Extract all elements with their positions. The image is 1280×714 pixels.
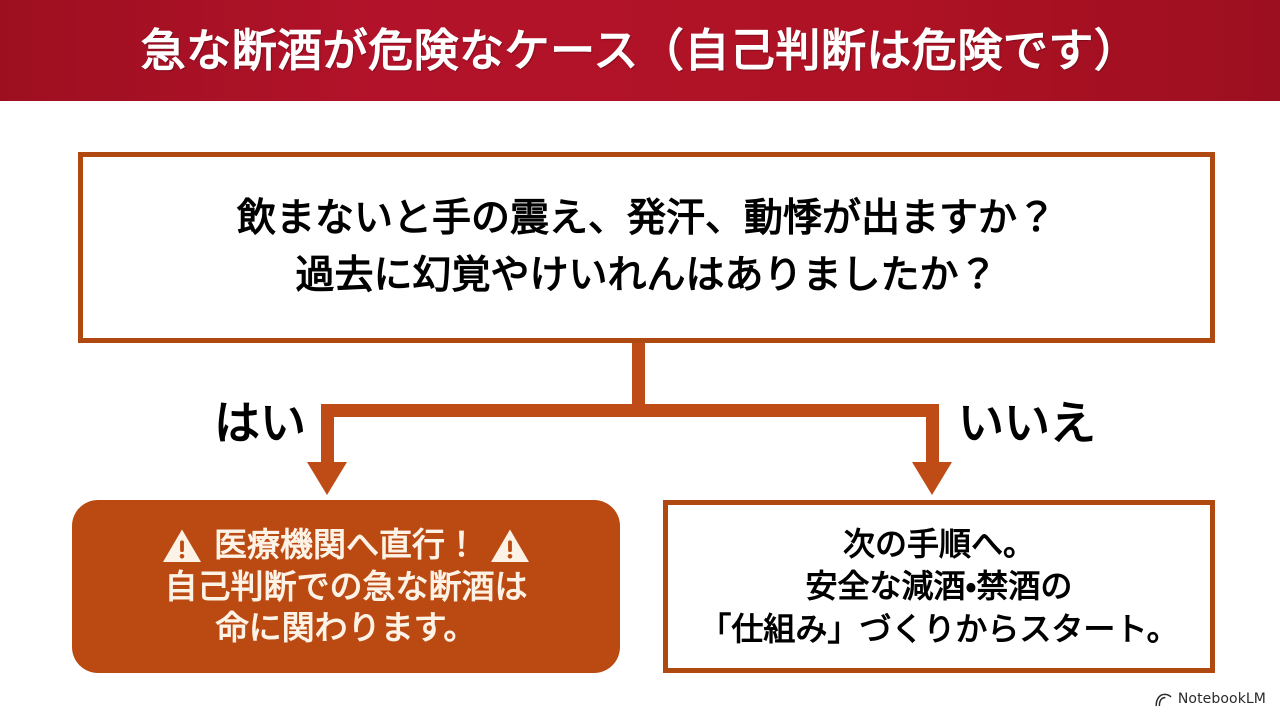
branch-label-no: いいえ [958, 396, 1096, 450]
arrow-head-no-icon [912, 462, 952, 495]
question-line-1: 飲まないと手の震え、発汗、動悸が出ますか？ [236, 195, 1056, 241]
connector-split-bar [321, 404, 939, 417]
page-title: 急な断酒が危険なケース（自己判断は危険です） [140, 24, 1140, 77]
notebooklm-logo-icon [1155, 692, 1172, 707]
question-line-2: 過去に幻覚やけいれんはありましたか？ [295, 252, 998, 298]
arrow-head-yes-icon [307, 462, 347, 495]
connector-stem [632, 343, 645, 413]
connector-leg-yes [321, 404, 334, 464]
outcome-next-line-1: 次の手順へ。 [842, 524, 1035, 563]
question-box: 飲まないと手の震え、発汗、動悸が出ますか？ 過去に幻覚やけいれんはありましたか？ [78, 152, 1215, 343]
outcome-danger-headline: 医療機関へ直行！ [214, 525, 478, 565]
outcome-danger-line-3: 命に関わります。 [215, 608, 477, 648]
outcome-next-line-3: 「仕組み」づくりからスタート。 [699, 609, 1179, 648]
warning-triangle-icon [162, 528, 202, 564]
watermark-label: NotebookLM [1177, 691, 1266, 707]
branch-label-yes: はい [214, 396, 306, 450]
outcome-next-line-2: 安全な減酒・禁酒の [805, 567, 1073, 606]
outcome-box-next: 次の手順へ。 安全な減酒・禁酒の 「仕組み」づくりからスタート。 [663, 500, 1215, 673]
warning-triangle-icon [490, 528, 530, 564]
outcome-danger-headline-row: 医療機関へ直行！ [162, 524, 530, 566]
outcome-box-danger: 医療機関へ直行！ 自己判断での急な断酒は 命に関わります。 [72, 500, 620, 673]
watermark: NotebookLM [1155, 691, 1266, 707]
outcome-danger-line-2: 自己判断での急な断酒は [164, 566, 528, 606]
connector-leg-no [926, 404, 939, 464]
header-banner [0, 0, 1280, 101]
